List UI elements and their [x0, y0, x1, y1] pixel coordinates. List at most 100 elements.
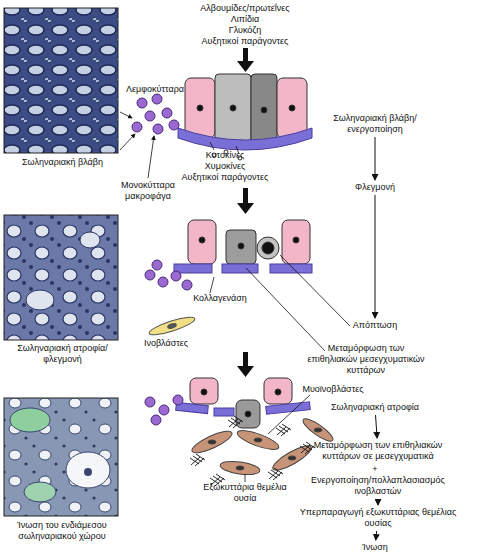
- stage-arrow-part: [237, 61, 254, 72]
- callout-label: Σωληναριακή βλάβη: [5, 157, 120, 168]
- tubule-cell-part: [190, 378, 218, 404]
- tubule-cell-part: [277, 78, 307, 138]
- immune-cell: [145, 395, 183, 425]
- myofibroblast-part: [254, 438, 262, 442]
- tubule-cell-part: [282, 220, 310, 264]
- immune-cell-part: [173, 395, 183, 405]
- myofibroblast-part: [314, 428, 322, 432]
- flow-arrow: [376, 415, 378, 438]
- tubule-cell-part: [261, 107, 267, 113]
- callout-label: Χυμοκίνες: [180, 161, 270, 172]
- myofibroblast-part: [208, 440, 216, 444]
- extracellular-matrix-part: [276, 424, 291, 436]
- basement-membrane-part: [222, 264, 258, 273]
- stage-arrow-part: [243, 188, 248, 204]
- tubule-cell: [190, 378, 292, 428]
- tubule-cell-part: [197, 105, 203, 111]
- tubule-cell-part: [226, 230, 256, 264]
- myofibroblast-part: [235, 427, 280, 453]
- tubule-cell-part: [215, 74, 251, 142]
- flow-step: Φλεγμονή: [335, 182, 415, 193]
- flow-step: Σωληναριακή ατροφία: [315, 402, 435, 413]
- tubule-cell-part: [251, 74, 277, 142]
- step-text: Υπερπαραγωγή εξωκυττάριας θεμέλιας ουσία…: [298, 507, 458, 529]
- immune-cell-part: [145, 111, 155, 121]
- flow-arrow: [375, 137, 376, 180]
- extracellular-matrix-part: [228, 416, 243, 428]
- extracellular-matrix-part: [300, 442, 315, 454]
- tubule-cell-part: [188, 220, 216, 264]
- callout-label: Μονοκύτταρα μακροφάγα: [112, 180, 184, 202]
- immune-cell-part: [152, 260, 162, 270]
- micrograph-part: [24, 482, 56, 502]
- flow-step: Σωληναριακή βλάβη/ενεργοποίηση: [320, 113, 430, 135]
- immune-cell-part: [158, 277, 168, 287]
- step-text: Ίνωση: [335, 542, 415, 553]
- basement-membrane-part: [266, 402, 311, 415]
- myofibroblast-part: [219, 459, 260, 476]
- micrograph-part: [10, 408, 50, 432]
- basement-membrane: [178, 128, 312, 150]
- immune-cell: [145, 260, 192, 290]
- fibroblast: [148, 314, 197, 338]
- immune-cell: [132, 94, 179, 134]
- stage-arrow-part: [237, 366, 254, 377]
- callout-label: Λεμφοκύτταρα: [118, 84, 192, 95]
- micrograph-part: [26, 290, 54, 310]
- micrograph: [4, 215, 118, 340]
- tubule-cell-part: [245, 411, 251, 417]
- tubule-cell-part: [230, 105, 236, 111]
- step-text: Σωληναριακή βλάβη/ενεργοποίηση: [320, 113, 430, 135]
- tubule-cell-part: [289, 105, 295, 111]
- tubule-cell-part: [257, 237, 279, 259]
- callout-label: Αυξητικοί παράγοντες: [180, 172, 270, 183]
- leader-line-part: [148, 136, 154, 178]
- step-text: Σωληναριακή ατροφία: [315, 402, 435, 413]
- tubule-cell-part: [199, 237, 205, 243]
- tubule-cell-part: [275, 389, 281, 395]
- callout-label: +: [365, 464, 385, 475]
- callout-label: Κυτοκίνες: [180, 150, 270, 161]
- myofibroblast-part: [190, 427, 235, 456]
- leader-line-part: [120, 112, 132, 118]
- flow-step: Ενεργοποίηση/πολλαπλασιασμός ινοβλαστών: [298, 475, 458, 497]
- immune-cell-part: [171, 271, 181, 281]
- fibroblast-part: [166, 322, 177, 330]
- micrograph-part: [4, 215, 118, 340]
- tubule-cell-part: [262, 242, 274, 254]
- callout-label: Αλβουμίδες/πρωτεΐνες: [175, 3, 315, 14]
- step-text: Φλεγμονή: [335, 182, 415, 193]
- callout-label: Μεταμόρφωση των επιθηλιακών μεσεγχυματικ…: [305, 343, 427, 376]
- micrograph-part: [80, 232, 100, 248]
- leader-line-part: [210, 142, 214, 150]
- tubule-cell: [185, 74, 307, 142]
- stage-arrow-part: [243, 352, 248, 367]
- leader-line-part: [268, 395, 310, 434]
- immune-cell-part: [162, 108, 172, 118]
- micrograph-part: [4, 398, 118, 516]
- immune-cell-part: [152, 94, 162, 104]
- tubule-cell-part: [185, 78, 215, 138]
- callout-label: Μυοϊνοβλάστες: [298, 384, 368, 395]
- extracellular-matrix-part: [268, 468, 283, 480]
- immune-cell-part: [151, 415, 161, 425]
- step-text: Μεταμόρφωση των επιθηλιακών κυττάρων σε …: [298, 440, 458, 462]
- fibroblast-part: [148, 314, 197, 338]
- leader-line-part: [246, 268, 325, 351]
- micrograph: [4, 398, 118, 516]
- immune-cell-part: [137, 98, 147, 108]
- flow-arrow: [375, 195, 376, 318]
- step-text: Ενεργοποίηση/πολλαπλασιασμός ινοβλαστών: [298, 475, 458, 497]
- callout-label: Λιπίδια: [175, 14, 315, 25]
- leader-line-part: [245, 474, 246, 482]
- basement-membrane-part: [270, 264, 312, 273]
- tubule-cell-part: [293, 237, 299, 243]
- flow-step: Απόπτωση: [335, 320, 415, 331]
- immune-cell-part: [132, 122, 142, 132]
- callout-label: Γλυκόζη: [175, 25, 315, 36]
- leader-line-part: [210, 277, 214, 293]
- flow-step: Μεταμόρφωση των επιθηλιακών κυττάρων σε …: [298, 440, 458, 462]
- callout-label: Κολλαγενάση: [182, 293, 258, 304]
